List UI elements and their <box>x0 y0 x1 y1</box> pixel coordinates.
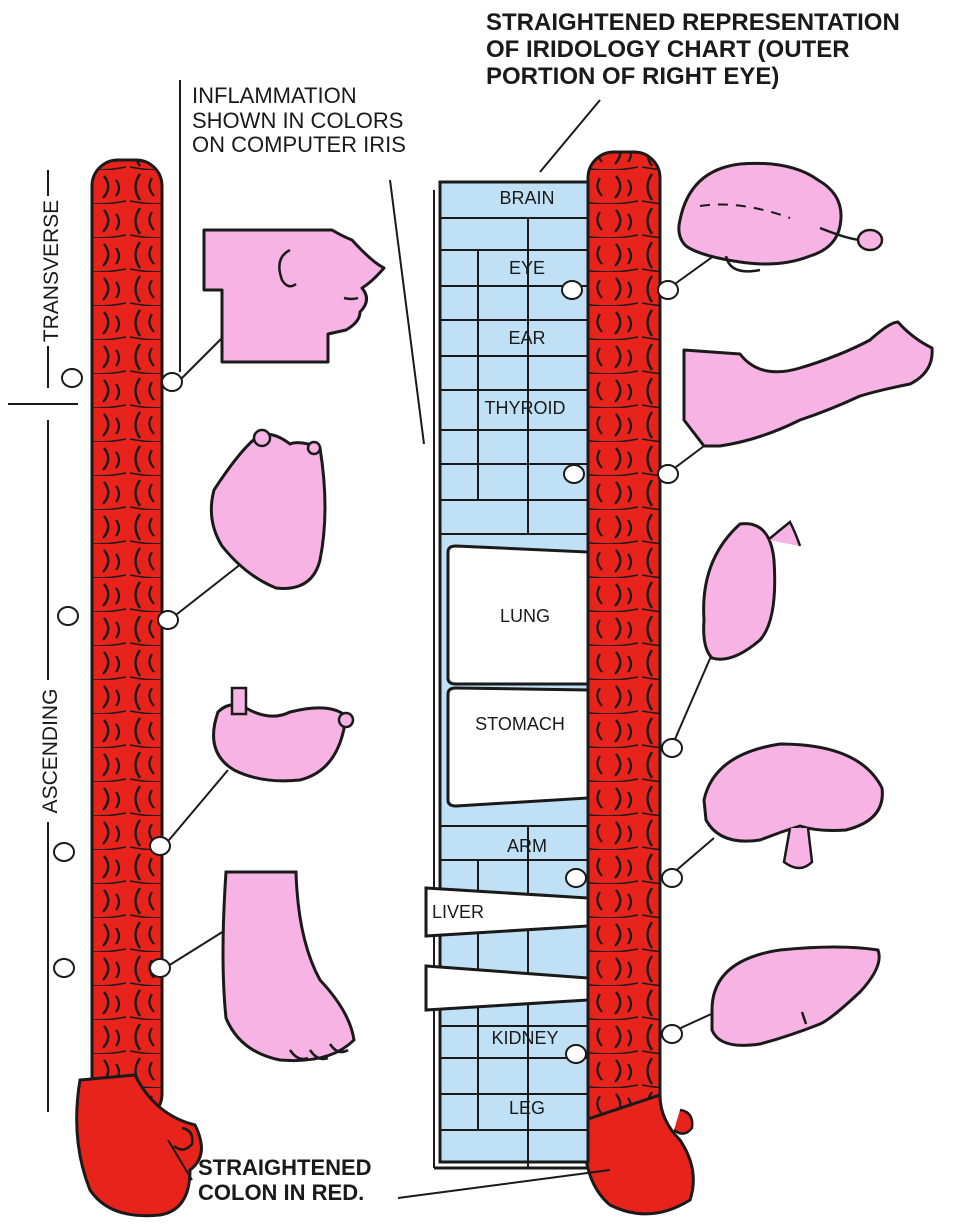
zone-kidney: KIDNEY <box>462 1028 588 1049</box>
zone-ear: EAR <box>478 328 576 349</box>
heart-icon <box>211 430 325 588</box>
lung-icon <box>704 522 800 659</box>
zone-leg: LEG <box>478 1098 576 1119</box>
foot-icon <box>223 872 354 1061</box>
ascending-label: ASCENDING <box>39 680 63 822</box>
arm-icon <box>684 322 932 446</box>
left-colon <box>77 160 202 1216</box>
colon-note: STRAIGHTENED COLON IN RED. <box>198 1156 438 1205</box>
stomach-icon <box>214 688 353 781</box>
head-icon <box>204 230 384 362</box>
right-colon <box>584 152 693 1214</box>
liver-icon <box>712 947 879 1045</box>
transverse-label: TRANSVERSE <box>40 196 64 346</box>
inflammation-note: INFLAMMATION SHOWN IN COLORS ON COMPUTER… <box>192 84 472 158</box>
brain-icon <box>679 163 882 271</box>
zone-stomach: STOMACH <box>454 714 586 735</box>
zone-brain: BRAIN <box>478 188 576 209</box>
zone-lung: LUNG <box>470 606 580 627</box>
zone-liver: LIVER <box>432 902 522 923</box>
zone-arm: ARM <box>478 836 576 857</box>
zone-thyroid: THYROID <box>462 398 588 419</box>
zone-eye: EYE <box>478 258 576 279</box>
diagram-title: STRAIGHTENED REPRESENTATION OF IRIDOLOGY… <box>486 10 956 91</box>
kidney-icon <box>704 744 882 868</box>
